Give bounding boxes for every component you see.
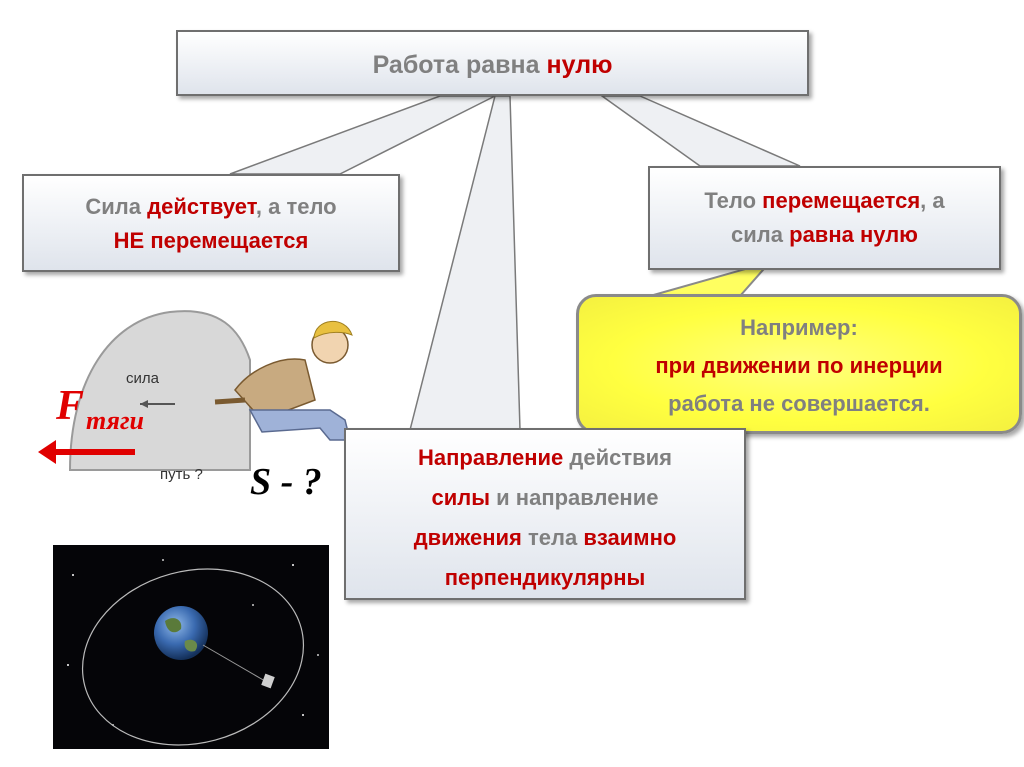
- force-symbol: F: [56, 383, 84, 429]
- center-text-4: и направление: [490, 485, 658, 510]
- center-text-7: взаимно: [583, 525, 676, 550]
- center-text-6: тела: [522, 525, 583, 550]
- rock-path-label: путь ?: [160, 466, 203, 483]
- traction-force-label: Fтяги: [56, 382, 142, 430]
- center-text-8: перпендикулярны: [445, 565, 646, 590]
- earth-orbit-drawing: [53, 545, 329, 749]
- center-text-2: действия: [563, 445, 672, 470]
- man-arm: [215, 400, 245, 402]
- center-text-3: силы: [432, 485, 491, 510]
- rock-force-label: сила: [126, 370, 159, 387]
- center-text-5: движения: [414, 525, 522, 550]
- force-subscript: тяги: [86, 406, 144, 435]
- center-text-1: Направление: [418, 445, 563, 470]
- perpendicular-case-box: Направление действия силы и направление …: [344, 428, 746, 600]
- earth-satellite-line: [203, 645, 265, 681]
- traction-force-arrowhead: [38, 440, 56, 464]
- displacement-label: S - ?: [250, 460, 322, 504]
- satellite: [261, 674, 275, 689]
- earth: [154, 606, 208, 660]
- man-legs: [250, 410, 350, 440]
- earth-orbit-image: [53, 545, 329, 749]
